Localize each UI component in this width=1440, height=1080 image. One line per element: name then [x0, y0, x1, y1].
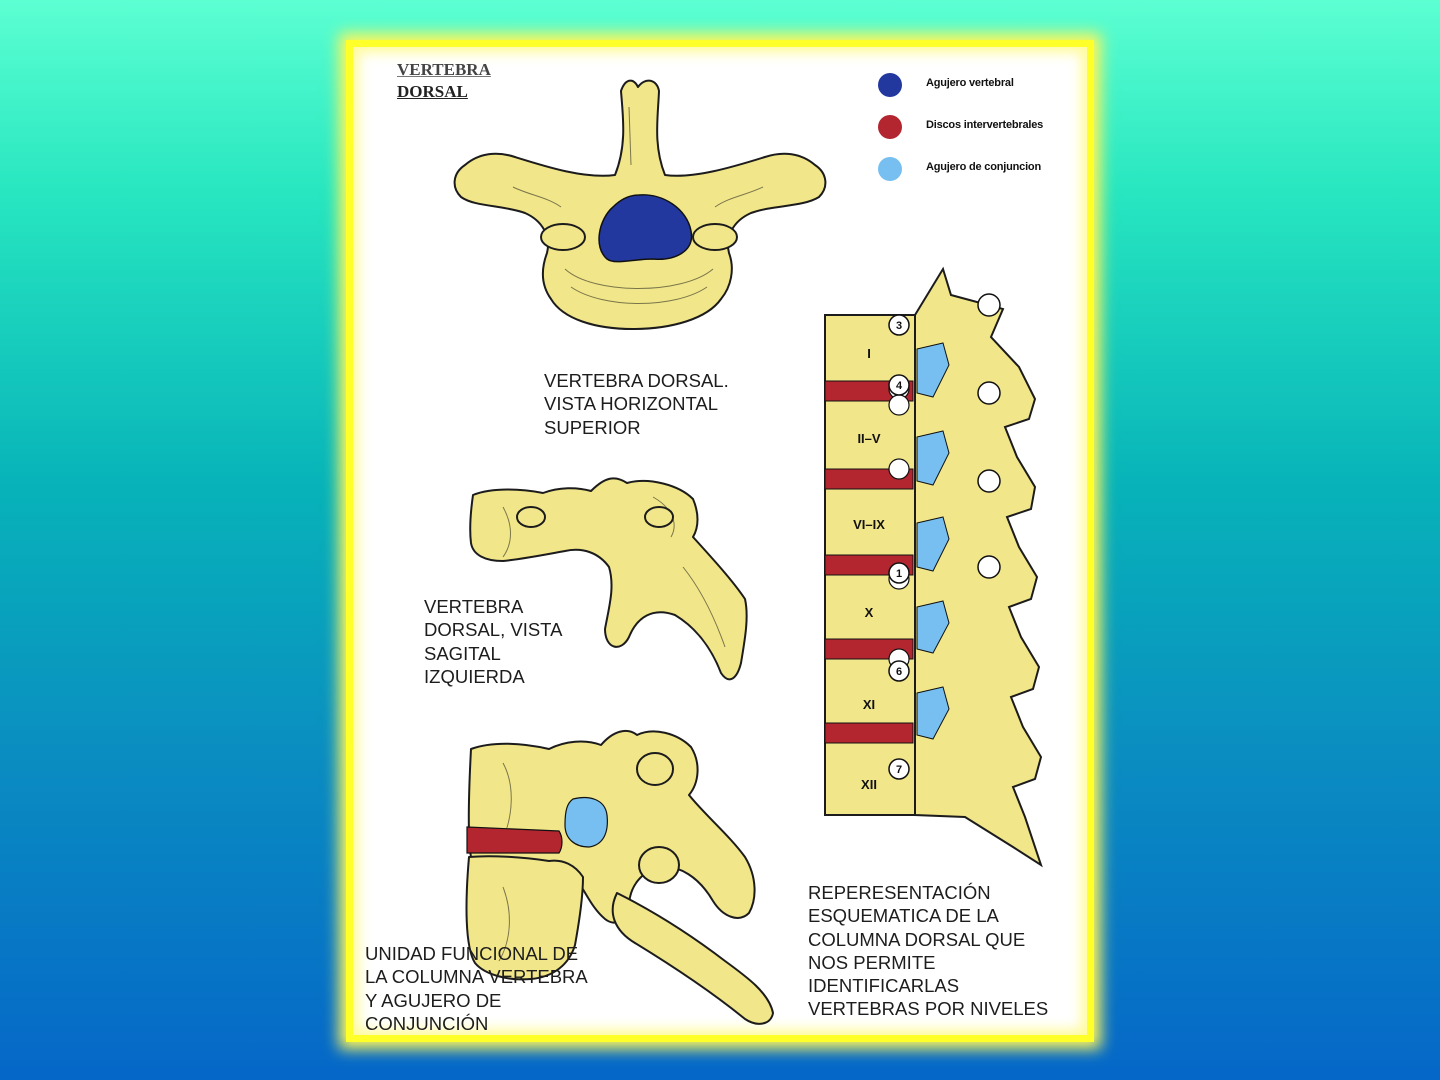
- caption-line: REPERESENTACIÓN: [808, 882, 991, 903]
- intervertebral-disc: [466, 826, 563, 854]
- schematic-column: I II–V VI–IX X XI XII 3 1 4 6 7: [824, 266, 1043, 868]
- right-facet: [692, 223, 738, 251]
- caption-line: VERTEBRA DORSAL.: [544, 370, 729, 391]
- caption-sagittal-view: VERTEBRA DORSAL, VISTA SAGITAL IZQUIERDA: [424, 595, 562, 688]
- level-label: X: [865, 605, 874, 620]
- level-label: XII: [861, 777, 877, 792]
- caption-line: SAGITAL: [424, 642, 501, 664]
- caption-line: ESQUEMATICA DE LA: [808, 905, 999, 927]
- title-line-2: DORSAL: [397, 82, 468, 101]
- costal-facet: [977, 555, 1001, 579]
- illustrations: I II–V VI–IX X XI XII 3 1 4 6 7: [453, 79, 1043, 1025]
- caption-line: VISTA HORIZONTAL: [544, 393, 719, 415]
- title-line-1: VERTEBRA: [397, 60, 491, 79]
- marker-number: 3: [896, 320, 902, 332]
- legend-swatch-blue: [878, 73, 902, 97]
- level-label: I: [867, 346, 871, 361]
- caption-line: VERTEBRAS POR NIVELES: [808, 998, 1049, 1020]
- conjunction-foramen: [564, 796, 608, 848]
- costal-facet: [977, 293, 1001, 317]
- legend-label: Agujero vertebral: [926, 77, 1014, 89]
- marker-number: 4: [896, 380, 903, 392]
- disc-5: [824, 722, 914, 744]
- marker-circle: [888, 314, 910, 336]
- functional-unit: [465, 729, 774, 1025]
- foramen-2: [916, 430, 950, 486]
- unit-facet-upper: [636, 752, 674, 786]
- foramen-1: [916, 342, 950, 398]
- caption-functional-unit: UNIDAD FUNCIONAL DE LA COLUMNA VERTEBRA …: [365, 942, 588, 1035]
- caption-line: CONJUNCIÓN: [365, 1012, 489, 1034]
- marker-number: 7: [896, 764, 902, 776]
- marker-circle: [888, 374, 910, 396]
- legend-swatch-red: [878, 115, 902, 139]
- caption-line: NOS PERMITE: [808, 951, 936, 973]
- caption-line: VERTEBRA: [424, 596, 524, 617]
- marker-circle: [888, 660, 910, 682]
- caption-line: IZQUIERDA: [424, 665, 525, 687]
- caption-horizontal-view: VERTEBRA DORSAL. VISTA HORIZONTAL SUPERI…: [544, 369, 729, 439]
- marker-circle: [888, 758, 910, 780]
- costal-facet: [977, 381, 1001, 405]
- caption-line: DORSAL, VISTA: [424, 619, 563, 641]
- caption-line: UNIDAD FUNCIONAL DE: [365, 943, 579, 964]
- level-label: VI–IX: [853, 517, 885, 532]
- vertebra-top-view: [453, 79, 827, 330]
- left-facet: [540, 223, 586, 251]
- body-facet: [888, 458, 910, 480]
- legend-label: Agujero de conjuncion: [926, 161, 1041, 173]
- legend-swatch-light-blue: [878, 157, 902, 181]
- caption-line: SUPERIOR: [544, 416, 641, 438]
- sagittal-facet-b: [644, 506, 674, 528]
- body-facet: [888, 394, 910, 416]
- level-label: XI: [863, 697, 875, 712]
- foramen-4: [916, 600, 950, 654]
- caption-schematic: REPERESENTACIÓN ESQUEMATICA DE LA COLUMN…: [808, 881, 1048, 1021]
- foramen-3: [916, 516, 950, 572]
- page-title: VERTEBRA DORSAL: [397, 59, 491, 103]
- marker-number: 1: [896, 568, 902, 580]
- vertebra-sagittal-view: [469, 477, 748, 681]
- caption-line: LA COLUMNA VERTEBRA: [365, 966, 588, 988]
- caption-line: Y AGUJERO DE: [365, 989, 502, 1011]
- diagram-panel: VERTEBRA DORSAL Agujero vertebral Discos…: [346, 40, 1094, 1042]
- foramen-5: [916, 686, 950, 740]
- marker-number: 6: [896, 666, 902, 678]
- caption-line: COLUMNA DORSAL QUE: [808, 928, 1026, 950]
- caption-line: IDENTIFICARLAS: [808, 975, 960, 997]
- legend-label: Discos intervertebrales: [926, 119, 1044, 131]
- sagittal-facet-a: [516, 506, 546, 528]
- unit-facet-lower: [638, 846, 680, 884]
- level-label: II–V: [857, 431, 880, 446]
- costal-facet: [977, 469, 1001, 493]
- vertebral-foramen: [598, 194, 693, 263]
- marker-circle: [888, 562, 910, 584]
